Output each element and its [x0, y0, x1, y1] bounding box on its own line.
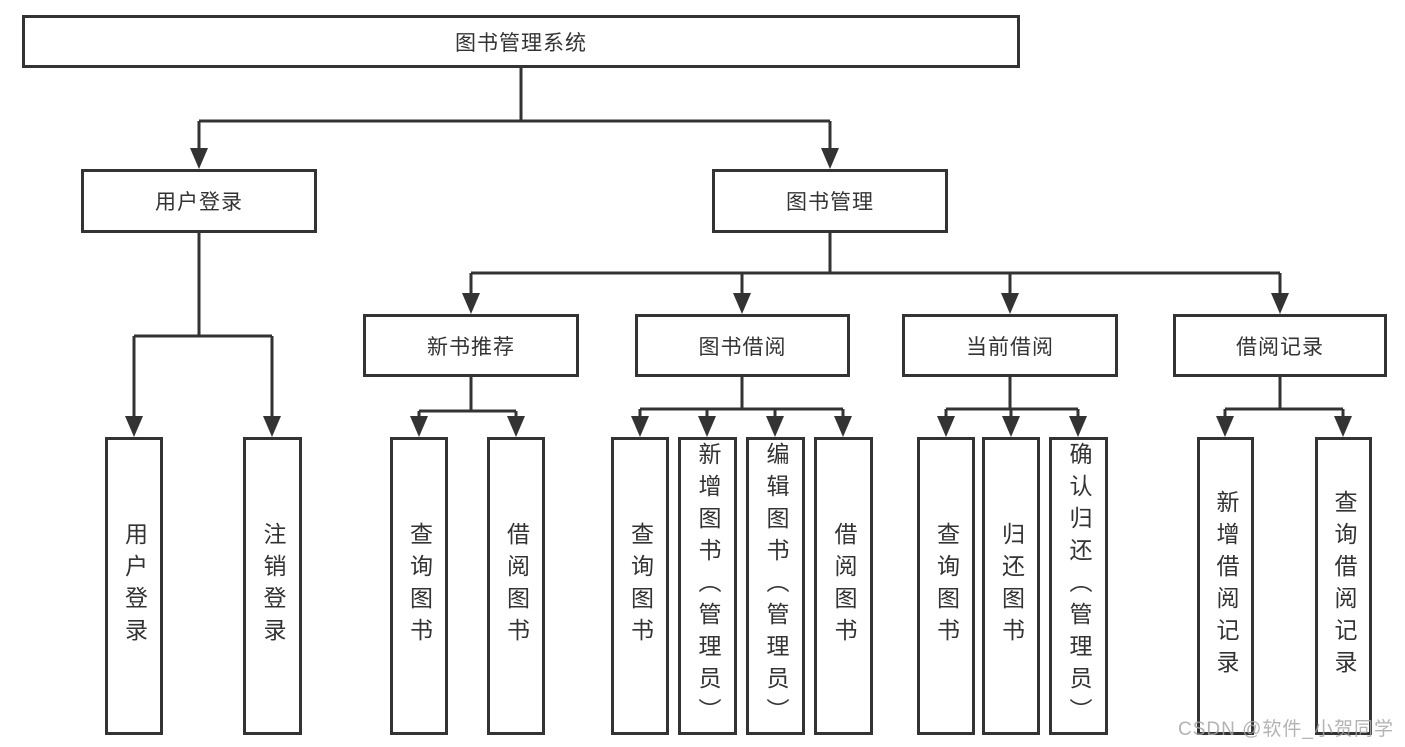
node-return-book: 归还图书: [982, 437, 1040, 735]
node-add-borrow-record: 新增借阅记录: [1197, 437, 1254, 735]
node-label: 查询图书: [933, 522, 960, 650]
node-label: 当前借阅: [966, 335, 1054, 359]
node-borrow-books-recommend: 借阅图书: [487, 437, 545, 735]
node-query-borrow-record: 查询借阅记录: [1315, 437, 1372, 735]
node-query-books-borrow: 查询图书: [611, 437, 669, 735]
node-label: 借阅记录: [1236, 335, 1324, 359]
node-label: 查询图书: [627, 522, 654, 650]
csdn-watermark: CSDN @软件_小贺同学: [1178, 719, 1394, 740]
node-label: 用户登录: [155, 191, 243, 214]
node-label: 用户登录: [121, 522, 148, 650]
node-label: 图书管理: [786, 191, 874, 214]
node-logout-leaf: 注销登录: [243, 437, 302, 735]
node-confirm-return-admin: 确认归还（管理员）: [1049, 437, 1108, 735]
node-edit-book-admin: 编辑图书（管理员）: [746, 437, 805, 735]
node-label: 借阅图书: [503, 522, 530, 650]
node-label: 归还图书: [998, 522, 1025, 650]
node-label: 查询借阅记录: [1331, 490, 1357, 682]
node-user-login-branch: 用户登录: [81, 169, 317, 233]
node-label: 新书推荐: [427, 335, 515, 359]
node-label: 新增图书（管理员）: [695, 442, 721, 730]
node-label: 查询图书: [406, 522, 433, 650]
node-label: 编辑图书（管理员）: [763, 442, 789, 730]
node-label: 新增借阅记录: [1213, 490, 1239, 682]
node-label: 图书管理系统: [455, 31, 587, 55]
node-borrow-books-leaf: 借阅图书: [814, 437, 873, 735]
node-label: 借阅图书: [831, 522, 857, 650]
node-new-book-recommendation: 新书推荐: [363, 314, 579, 377]
node-library-management-system: 图书管理系统: [22, 15, 1020, 68]
node-book-management: 图书管理: [712, 169, 948, 233]
node-add-book-admin: 新增图书（管理员）: [678, 437, 737, 735]
node-borrowing-records: 借阅记录: [1173, 314, 1387, 377]
node-current-borrowing: 当前借阅: [902, 314, 1118, 377]
node-book-borrowing: 图书借阅: [635, 314, 850, 377]
node-label: 图书借阅: [698, 335, 787, 359]
node-query-books-recommend: 查询图书: [390, 437, 448, 735]
node-label: 注销登录: [260, 522, 286, 650]
node-label: 确认归还（管理员）: [1066, 442, 1092, 730]
node-query-books-current: 查询图书: [917, 437, 975, 735]
node-user-login-leaf: 用户登录: [105, 437, 163, 735]
